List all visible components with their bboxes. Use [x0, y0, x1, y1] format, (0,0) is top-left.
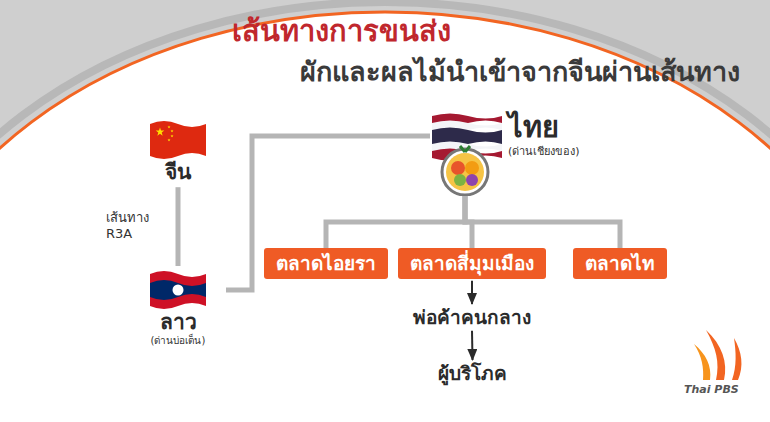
flow-arrow	[471, 331, 474, 360]
title: เส้นทางการขนส่ง	[232, 8, 451, 54]
node-subtitle: (ด่านเชียงของ)	[508, 145, 620, 158]
node-title: ตลาดสี่มุมเมือง	[410, 252, 534, 275]
route-line	[326, 196, 465, 248]
flow-step: ผู้บริโภค	[438, 362, 507, 385]
market-box: ตลาดไท	[573, 248, 667, 279]
flag-icon	[146, 268, 210, 310]
node-title: ตลาดไอยรา	[276, 252, 376, 275]
route-label: เส้นทาง R3A	[106, 210, 168, 243]
route-line	[176, 187, 181, 266]
flag-fruit-icon	[430, 110, 506, 196]
logo-text: Thai PBS	[684, 383, 739, 396]
flow-arrow	[471, 281, 473, 304]
country-thailand: ไทย(ด่านเชียงของ)	[430, 110, 620, 196]
node-title: ตลาดไท	[585, 252, 655, 275]
node-title: พ่อค้าคนกลาง	[413, 306, 531, 329]
node-subtitle: (ด่านบ่อเต็น)	[130, 335, 226, 347]
flag-icon	[146, 118, 210, 160]
flow-step: พ่อค้าคนกลาง	[413, 306, 531, 329]
panel-circle	[0, 12, 770, 422]
market-box: ตลาดสี่มุมเมือง	[398, 248, 546, 279]
node-title: ลาว	[130, 310, 226, 335]
logo-swoosh	[694, 330, 741, 380]
node-title: ผู้บริโภค	[438, 362, 507, 385]
subtitle: ผักและผลไม้นำเข้าจากจีนผ่านเส้นทาง	[300, 50, 740, 93]
country-china: จีน	[145, 118, 211, 185]
node-title: ไทย	[508, 110, 620, 145]
market-box: ตลาดไอยรา	[264, 248, 388, 279]
node-title: จีน	[145, 160, 211, 185]
country-laos: ลาว(ด่านบ่อเต็น)	[130, 268, 226, 347]
route-line	[465, 196, 620, 248]
